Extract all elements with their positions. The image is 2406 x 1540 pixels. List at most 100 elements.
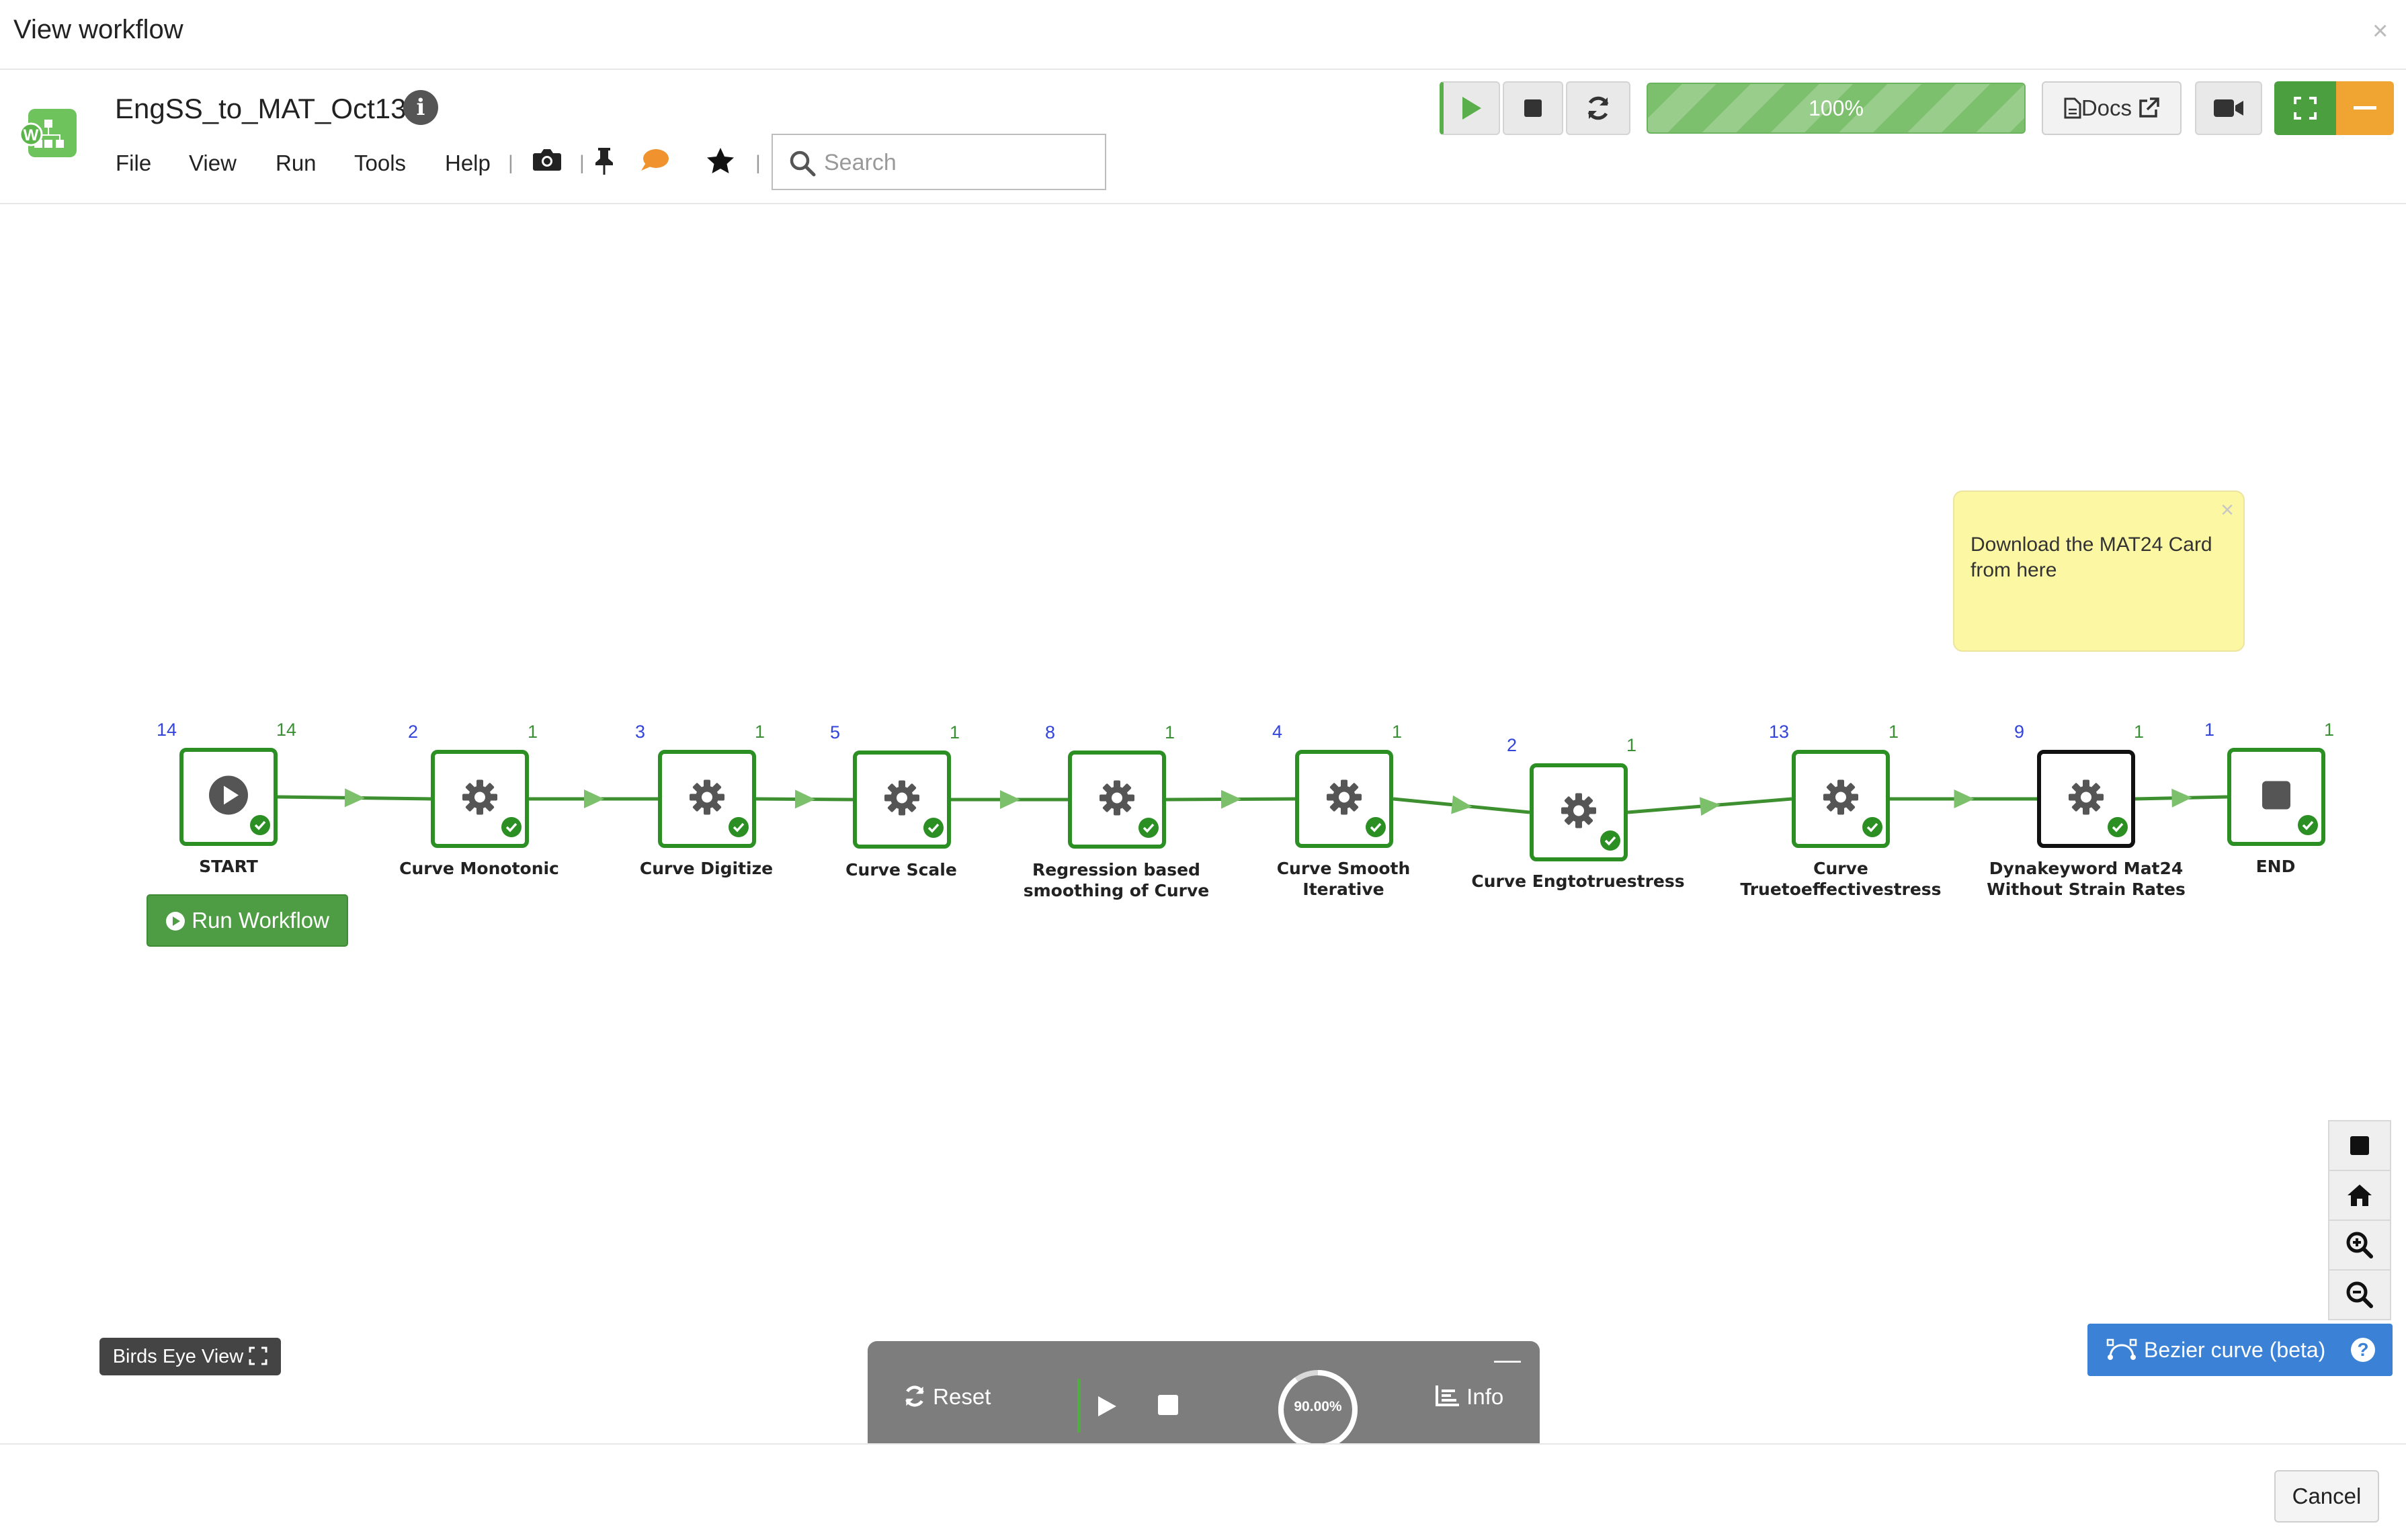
menu-help[interactable]: Help: [445, 151, 491, 175]
search-input[interactable]: [823, 144, 1094, 181]
video-button[interactable]: [2195, 81, 2262, 135]
menu-tools[interactable]: Tools: [354, 151, 407, 175]
node-output-count: 1: [1392, 722, 1403, 742]
play-circle-icon: [166, 912, 185, 931]
node-input-count: 8: [1045, 722, 1056, 742]
node-output-count: 1: [1626, 735, 1637, 755]
check-icon: [249, 814, 271, 839]
gear-icon: [462, 779, 497, 815]
check-icon: [1600, 830, 1621, 855]
search-box[interactable]: [772, 134, 1106, 190]
check-icon: [728, 816, 749, 841]
workflow-node[interactable]: [2037, 750, 2135, 848]
reset-button[interactable]: Reset: [903, 1384, 991, 1410]
docs-button[interactable]: Docs: [2042, 81, 2182, 135]
note-text: Download the MAT24 Card from here: [1971, 533, 2212, 581]
run-workflow-label: Run Workflow: [192, 908, 329, 933]
birds-eye-view-button[interactable]: Birds Eye View: [99, 1338, 281, 1375]
node-output-count: 1: [1165, 722, 1175, 742]
workflow-node[interactable]: [2227, 748, 2325, 846]
panel-play-button[interactable]: [1096, 1395, 1118, 1421]
node-label: START: [199, 857, 258, 876]
search-icon: [790, 151, 816, 177]
play-circle-icon: [209, 775, 248, 815]
info-icon[interactable]: i: [403, 90, 438, 125]
divider: [0, 1443, 2406, 1445]
workflow-node[interactable]: [1068, 751, 1166, 849]
home-icon: [2348, 1185, 2372, 1206]
note-close-icon[interactable]: ×: [2221, 497, 2234, 523]
node-input-count: 14: [157, 720, 177, 740]
run-progress-label: 90.00%: [1294, 1399, 1342, 1414]
node-label: Curve Engtotruestress: [1471, 871, 1685, 891]
zoom-in-button[interactable]: [2328, 1220, 2391, 1271]
sticky-note[interactable]: × Download the MAT24 Card from here: [1953, 490, 2245, 652]
chart-icon: [1436, 1385, 1459, 1406]
info-button[interactable]: Info: [1435, 1384, 1503, 1410]
divider: [0, 69, 2406, 70]
stop-view-button[interactable]: [2328, 1120, 2391, 1171]
play-icon: [1462, 97, 1481, 120]
help-icon[interactable]: ?: [2351, 1338, 2375, 1362]
menu-file[interactable]: File: [116, 151, 152, 175]
edge-arrow: [1954, 789, 1975, 808]
home-button[interactable]: [2328, 1170, 2391, 1221]
node-output-count: 1: [1889, 722, 1899, 742]
pin-icon[interactable]: [594, 146, 614, 178]
dialog-title: View workflow: [13, 15, 183, 44]
camera-icon[interactable]: [532, 148, 562, 175]
stop-icon: [1524, 99, 1542, 117]
workflow-node[interactable]: [658, 750, 756, 848]
workflow-node[interactable]: [1792, 750, 1890, 848]
bezier-curve-button[interactable]: Bezier curve (beta) ?: [2087, 1324, 2393, 1376]
panel-divider: [1077, 1379, 1081, 1432]
workflow-node[interactable]: [431, 750, 529, 848]
workflow-node[interactable]: [1295, 750, 1393, 848]
comment-icon[interactable]: [640, 148, 669, 175]
check-icon: [501, 816, 522, 841]
minus-icon: [2354, 106, 2376, 110]
workflow-node[interactable]: [179, 748, 278, 846]
gear-icon: [1823, 779, 1858, 815]
node-label: Regression based smoothing of Curve: [1023, 860, 1210, 900]
edge-arrow: [2171, 788, 2192, 808]
dialog-close-icon[interactable]: ×: [2372, 16, 2389, 46]
video-camera-icon: [2214, 99, 2243, 117]
menu-run[interactable]: Run: [276, 151, 317, 175]
gear-icon: [1561, 793, 1596, 828]
minimize-button[interactable]: [2336, 81, 2394, 135]
run-workflow-button[interactable]: Run Workflow: [147, 894, 348, 947]
gear-icon: [2069, 779, 2104, 815]
node-output-count: 14: [276, 720, 297, 740]
fullscreen-button[interactable]: [2274, 81, 2336, 135]
run-button[interactable]: [1440, 81, 1500, 135]
panel-minimize-icon[interactable]: —: [1494, 1345, 1521, 1375]
run-progress-ring: [1278, 1370, 1358, 1449]
info-label: Info: [1466, 1384, 1504, 1409]
node-output-count: 1: [2134, 722, 2145, 742]
check-icon: [923, 817, 944, 842]
zoom-in-icon: [2346, 1232, 2373, 1258]
node-output-count: 1: [755, 722, 765, 742]
zoom-out-button[interactable]: [2328, 1269, 2391, 1320]
star-icon[interactable]: [706, 146, 735, 178]
node-input-count: 4: [1272, 722, 1283, 742]
stop-button[interactable]: [1503, 81, 1563, 135]
check-icon: [1365, 816, 1386, 841]
edge-arrow: [1000, 790, 1020, 809]
panel-stop-button[interactable]: [1158, 1395, 1178, 1415]
node-output-count: 1: [950, 722, 960, 742]
divider: [0, 203, 2406, 204]
cancel-button[interactable]: Cancel: [2274, 1470, 2379, 1523]
node-label: Dynakeyword Mat24 Without Strain Rates: [1987, 859, 2186, 899]
gear-icon: [884, 780, 919, 816]
node-input-count: 1: [2204, 720, 2215, 740]
node-label: Curve Monotonic: [399, 859, 559, 878]
menu-view[interactable]: View: [189, 151, 237, 175]
workflow-node[interactable]: [853, 751, 951, 849]
gear-icon: [1100, 780, 1134, 816]
workflow-node[interactable]: [1530, 763, 1628, 861]
gear-icon: [690, 779, 724, 815]
refresh-button[interactable]: [1566, 81, 1630, 135]
